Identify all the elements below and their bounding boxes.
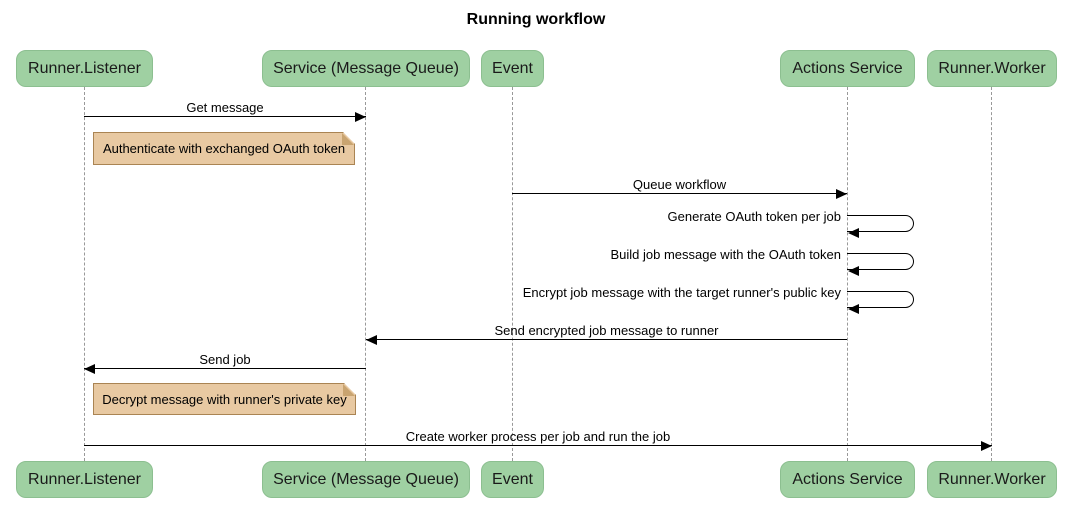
- arrowhead-left-icon: [366, 335, 377, 345]
- participant-label: Runner.Listener: [28, 470, 141, 488]
- arrowhead-left-icon: [848, 304, 859, 314]
- message-send-job-line: [84, 368, 366, 369]
- note-fold-icon: [343, 384, 355, 396]
- note-authenticate-oauth: Authenticate with exchanged OAuth token: [93, 132, 355, 165]
- message-get-message-label: Get message: [186, 100, 264, 115]
- lifeline-service-message-queue: [365, 87, 366, 461]
- participant-event-bottom: Event: [481, 461, 544, 498]
- diagram-title: Running workflow: [466, 11, 606, 28]
- self-message-encrypt-job-label: Encrypt job message with the target runn…: [522, 285, 841, 300]
- self-message-generate-oauth-label: Generate OAuth token per job: [667, 209, 841, 224]
- self-message-generate-oauth-loop: [847, 215, 914, 232]
- arrowhead-right-icon: [355, 112, 366, 122]
- participant-actions-service-top: Actions Service: [780, 50, 915, 87]
- note-label: Authenticate with exchanged OAuth token: [102, 141, 346, 156]
- note-decrypt-private-key: Decrypt message with runner's private ke…: [93, 383, 356, 415]
- self-message-encrypt-job-loop: [847, 291, 914, 308]
- arrowhead-left-icon: [848, 228, 859, 238]
- message-send-encrypted-line: [366, 339, 847, 340]
- lifeline-runner-listener: [84, 87, 85, 461]
- arrowhead-right-icon: [836, 189, 847, 199]
- participant-runner-worker-top: Runner.Worker: [927, 50, 1057, 87]
- participant-label: Service (Message Queue): [273, 470, 459, 488]
- arrowhead-right-icon: [981, 441, 992, 451]
- arrowhead-left-icon: [848, 266, 859, 276]
- lifeline-actions-service: [847, 87, 848, 461]
- message-send-encrypted-label: Send encrypted job message to runner: [494, 323, 719, 338]
- participant-label: Actions Service: [792, 59, 903, 77]
- self-message-build-job-loop: [847, 253, 914, 270]
- message-get-message-line: [84, 116, 366, 117]
- message-queue-workflow-label: Queue workflow: [632, 177, 727, 192]
- participant-label: Actions Service: [792, 470, 903, 488]
- participant-runner-listener-top: Runner.Listener: [16, 50, 153, 87]
- participant-service-message-queue-top: Service (Message Queue): [262, 50, 470, 87]
- participant-label: Runner.Worker: [938, 470, 1046, 488]
- note-label: Decrypt message with runner's private ke…: [102, 391, 347, 407]
- participant-label: Runner.Worker: [938, 59, 1046, 77]
- message-create-worker-line: [84, 445, 992, 446]
- participant-label: Event: [492, 59, 533, 77]
- participant-label: Service (Message Queue): [273, 59, 459, 77]
- message-create-worker-label: Create worker process per job and run th…: [405, 429, 671, 444]
- lifeline-runner-worker: [991, 87, 992, 461]
- participant-service-message-queue-bottom: Service (Message Queue): [262, 461, 470, 498]
- lifeline-event: [512, 87, 513, 461]
- message-send-job-label: Send job: [199, 352, 251, 367]
- arrowhead-left-icon: [84, 364, 95, 374]
- participant-runner-worker-bottom: Runner.Worker: [927, 461, 1057, 498]
- participant-label: Runner.Listener: [28, 59, 141, 77]
- participant-event-top: Event: [481, 50, 544, 87]
- note-fold-icon: [342, 133, 354, 145]
- message-queue-workflow-line: [512, 193, 847, 194]
- participant-runner-listener-bottom: Runner.Listener: [16, 461, 153, 498]
- participant-actions-service-bottom: Actions Service: [780, 461, 915, 498]
- self-message-build-job-label: Build job message with the OAuth token: [610, 247, 841, 262]
- participant-label: Event: [492, 470, 533, 488]
